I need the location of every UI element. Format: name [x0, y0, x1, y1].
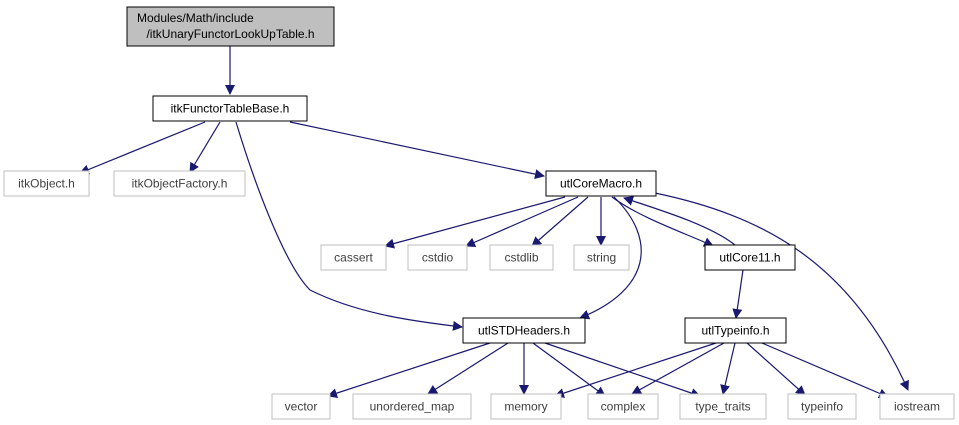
node-cstdio-label: cstdio — [422, 251, 454, 265]
edge-utl-typeinfo-to-typeinfo — [746, 342, 806, 396]
edge-utl-core11-to-utl-typeinfo — [732, 269, 744, 319]
node-complex: complex — [587, 393, 659, 420]
node-itk-object-factory: itkObjectFactory.h — [113, 170, 246, 197]
node-complex-label: complex — [601, 400, 646, 414]
edge-utl-typeinfo-to-iostream — [761, 342, 889, 399]
node-utl-core11[interactable]: utlCore11.h — [704, 244, 796, 271]
node-cstdlib-label: cstdlib — [504, 251, 538, 265]
node-vector-label: vector — [285, 400, 318, 414]
node-unordered-map: unordered_map — [352, 393, 472, 420]
edge-utl-typeinfo-to-memory — [554, 342, 717, 398]
node-cstdlib: cstdlib — [489, 244, 554, 271]
node-cassert-label: cassert — [334, 251, 373, 265]
node-cstdio: cstdio — [407, 244, 468, 271]
node-utl-typeinfo[interactable]: utlTypeinfo.h — [684, 317, 787, 344]
node-vector: vector — [271, 393, 331, 420]
node-iostream-label: iostream — [894, 400, 940, 414]
node-unordered-map-label: unordered_map — [370, 400, 455, 414]
edge-utl-core-macro-to-cstdlib — [531, 196, 589, 247]
nodes-layer: Modules/Math/include /itkUnaryFunctorLoo… — [3, 6, 955, 420]
node-utl-std-headers[interactable]: utlSTDHeaders.h — [462, 317, 586, 344]
edge-utl-std-headers-to-vector — [327, 342, 491, 398]
node-typeinfo: typeinfo — [787, 393, 857, 420]
edge-utl-core11-to-utl-core-macro — [623, 196, 736, 246]
node-itk-object: itkObject.h — [3, 170, 90, 197]
node-itk-object-factory-label: itkObjectFactory.h — [132, 177, 228, 191]
edge-functor-table-base-to-itk-object-factory — [189, 121, 221, 173]
node-utl-core11-label: utlCore11.h — [719, 251, 780, 265]
edges-layer — [79, 46, 909, 399]
node-string: string — [573, 244, 630, 271]
node-functor-table-base-label: itkFunctorTableBase.h — [171, 102, 290, 116]
node-itk-object-label: itkObject.h — [18, 177, 75, 191]
node-utl-core-macro-label: utlCoreMacro.h — [560, 177, 642, 191]
node-lookup-table-label-line1: Modules/Math/include — [137, 11, 254, 25]
edge-utl-std-headers-to-complex — [532, 342, 606, 397]
node-functor-table-base[interactable]: itkFunctorTableBase.h — [152, 95, 308, 122]
node-string-label: string — [587, 251, 616, 265]
edge-utl-core-macro-to-cstdio — [465, 196, 579, 247]
edge-utl-core-macro-to-utl-core11 — [611, 196, 714, 247]
node-typeinfo-label: typeinfo — [801, 400, 843, 414]
edge-utl-std-headers-to-type-traits — [544, 342, 701, 398]
node-utl-std-headers-label: utlSTDHeaders.h — [478, 324, 570, 338]
node-memory-label: memory — [504, 400, 547, 414]
node-utl-core-macro[interactable]: utlCoreMacro.h — [545, 170, 657, 197]
edge-utl-core-macro-to-cassert — [384, 196, 566, 249]
node-lookup-table-label-line2: /itkUnaryFunctorLookUpTable.h — [146, 27, 314, 41]
edge-utl-typeinfo-to-complex — [631, 342, 725, 395]
edge-functor-table-base-to-itk-object — [79, 121, 206, 175]
node-memory: memory — [490, 393, 562, 420]
edge-functor-table-base-to-utl-core-macro — [289, 121, 545, 180]
node-lookup-table[interactable]: Modules/Math/include /itkUnaryFunctorLoo… — [126, 6, 335, 47]
edge-utl-core-macro-to-iostream — [654, 192, 909, 391]
node-utl-typeinfo-label: utlTypeinfo.h — [701, 324, 769, 338]
edge-functor-table-base-to-utl-std-headers — [235, 121, 463, 331]
node-cassert: cassert — [320, 244, 387, 271]
edge-utl-std-headers-to-unordered-map — [427, 342, 509, 395]
edge-utl-typeinfo-to-type-traits — [720, 342, 736, 395]
edge-utl-core-macro-to-utl-std-headers — [579, 196, 642, 320]
node-type-traits: type_traits — [679, 393, 767, 420]
node-iostream: iostream — [879, 393, 955, 420]
node-type-traits-label: type_traits — [695, 400, 750, 414]
